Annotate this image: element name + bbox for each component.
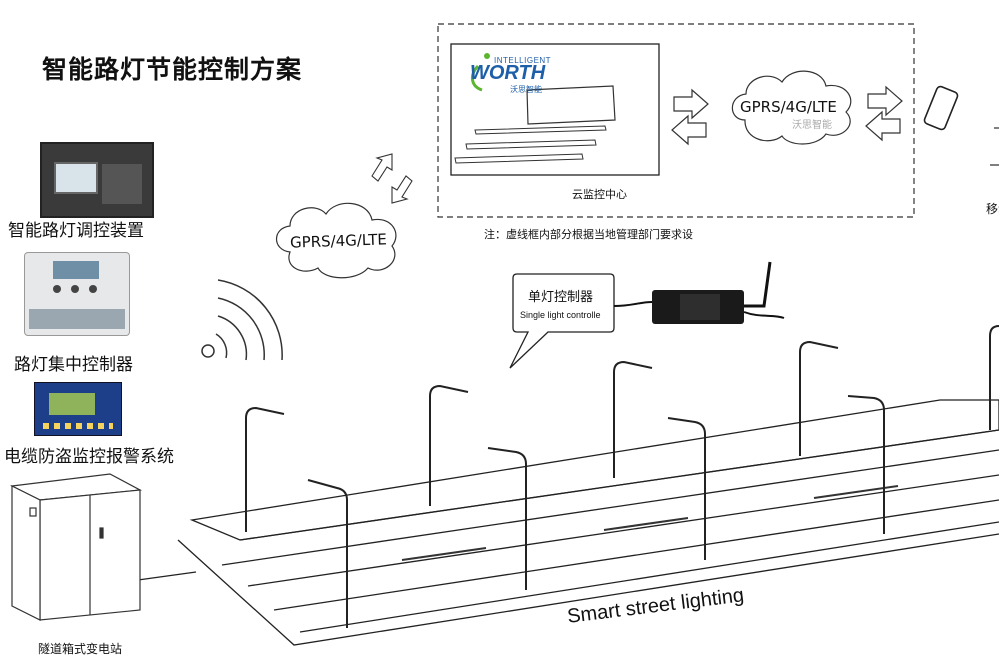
street-lights (245, 325, 999, 628)
brand-swoosh (471, 64, 483, 92)
cloud-left-label: GPRS/4G/LTE (289, 230, 388, 252)
antitheft-label: 电缆防盗监控报警系统 (4, 447, 174, 467)
concentrator-label: 路灯集中控制器 (14, 355, 133, 375)
brand-top: INTELLIGENT (494, 56, 552, 65)
exchange-arrows-left (671, 88, 709, 146)
cloud-note: 注：虚线框内部分根据当地管理部门要求设 (484, 228, 693, 241)
brand-name: WORTH (470, 62, 546, 84)
speech-bubble-shape (509, 273, 615, 369)
lane-markings (401, 485, 899, 561)
concentrator-button (89, 285, 97, 293)
road-outline (177, 399, 999, 646)
brand-dot (484, 53, 490, 59)
wireless-signal-icon (201, 279, 283, 361)
cabinet-label: 隧道箱式变电站 (38, 642, 123, 656)
regulator-screen (54, 162, 98, 194)
cloud-right-label: GPRS/4G/LTE (740, 98, 837, 116)
concentrator-device-image (24, 252, 130, 336)
regulator-device-image (40, 142, 154, 218)
brand-sub: 沃思智能 (510, 85, 542, 94)
controller-ridge (680, 294, 720, 320)
page-title: 智能路灯节能控制方案 (42, 55, 303, 84)
monitor-bar-2 (465, 139, 597, 150)
cloud-right-shape (731, 70, 852, 145)
cable-to-road (137, 571, 197, 581)
exchange-arrows-small (371, 153, 413, 204)
concentrator-button (53, 285, 61, 293)
cloud-center-label: 云监控中心 (572, 188, 627, 201)
single-controller-en: Single light controlle (520, 310, 601, 320)
cloud-edge-label: 移动 (986, 202, 999, 216)
antitheft-screen (49, 393, 95, 415)
concentrator-button (71, 285, 79, 293)
monitor-bar-3 (454, 153, 584, 164)
concentrator-screen (53, 261, 99, 279)
single-controller-cn: 单灯控制器 (528, 290, 594, 305)
substation-cabinet (9, 473, 143, 621)
phone-icon (923, 85, 959, 131)
monitor-bar-1 (474, 125, 607, 135)
laptop-edge (990, 127, 999, 166)
controller-cable (613, 301, 653, 307)
regulator-label: 智能路灯调控装置 (8, 221, 144, 241)
controller-tail (743, 311, 785, 319)
antitheft-leds (43, 423, 113, 429)
concentrator-terminals (29, 309, 125, 329)
cloud-right-watermark: 沃思智能 (792, 120, 832, 131)
controller-antenna (744, 261, 772, 308)
monitor-screen (450, 43, 660, 176)
monitor-panel (526, 85, 616, 125)
exchange-arrows-right (865, 85, 903, 142)
cloud-left-shape (275, 202, 397, 279)
regulator-panel (102, 164, 142, 204)
antitheft-device-image (34, 382, 122, 436)
cloud-center-dashed-box (437, 23, 915, 218)
